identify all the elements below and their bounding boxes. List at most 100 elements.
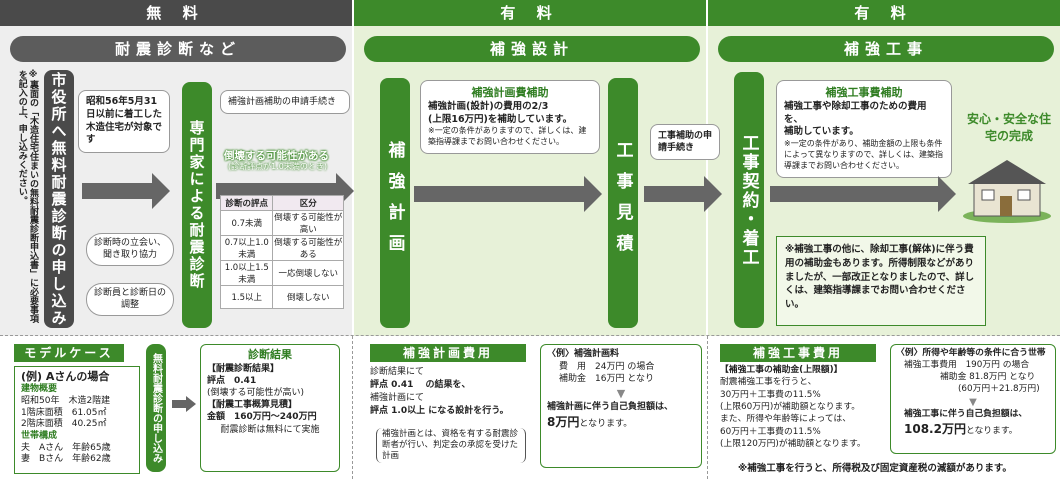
- plan-example-title: 〈例〉補強計画料: [547, 349, 620, 359]
- work-cost-line1: 耐震補強工事を行うと、: [720, 377, 817, 388]
- plan-cost-line2: 評点 0.41 の結果を、: [370, 380, 471, 391]
- section-title-work: 補強工事: [718, 36, 1054, 62]
- contract-box: 工事契約・着工: [734, 72, 764, 328]
- score-cell: 0.7以上1.0未満: [219, 235, 274, 261]
- arrow-6: [172, 400, 186, 408]
- family-line: 妻 Bさん 年齢62歳: [21, 454, 111, 465]
- plan-subsidy-title: 補強計画費補助: [471, 86, 549, 99]
- header-paid-work: 有 料: [708, 0, 1060, 26]
- building-line: 昭和50年 木造2階建: [21, 395, 111, 406]
- city-apply-box: 市役所へ無料耐震診断の申し込み: [44, 70, 74, 328]
- plan-example-amount: 8万円: [547, 414, 580, 429]
- building-line: 1階床面積 61.05㎡: [21, 407, 107, 418]
- divider-v1: [352, 336, 353, 479]
- section-title-diagnosis: 耐震診断など: [10, 36, 346, 62]
- result-title: 診断結果: [248, 348, 292, 361]
- score-cell: 1.5以上: [219, 285, 274, 309]
- arrow-6-head: [186, 396, 196, 412]
- work-subsidy-bubble: 補強工事費補助 補強工事や除却工事のための費用を、 補助しています。 ※一定の条…: [776, 80, 952, 178]
- score-table: 診断の評点区分 0.7未満倒壊する可能性が高い 0.7以上1.0未満倒壊する可能…: [219, 195, 344, 309]
- plan-subsidy-bubble: 補強計画費補助 補強計画(設計)の費用の2/3 (上限16万円)を補助しています…: [420, 80, 600, 155]
- work-example-line4: 補強工事に伴う自己負担額は、: [904, 409, 1028, 419]
- class-cell: 倒壊する可能性が高い: [272, 210, 344, 236]
- plan-subsidy-note: ※一定の条件がありますので、詳しくは、建築指導課までお問い合わせください。: [428, 126, 587, 147]
- result-head1: 【耐震診断結果】: [207, 363, 280, 374]
- removal-note: ※補強工事の他に、除却工事(解体)に伴う費用の補助金もあります。所得制限などがあ…: [776, 236, 986, 326]
- work-subsidy-line2: 補助しています。: [784, 126, 859, 138]
- free-apply-box: 無料耐震診断の申し込み: [146, 344, 166, 472]
- table-row: 0.7以上1.0未満倒壊する可能性がある: [219, 235, 344, 261]
- target-bubble: 昭和56年5月31日以前に着工した木造住宅が対象です: [78, 90, 170, 154]
- plan-cost-tag: 補強計画費用: [370, 344, 526, 362]
- family-line: 夫 Aさん 年齢65歳: [21, 442, 111, 453]
- work-example-line5: となります。: [965, 425, 1018, 436]
- result-line2: (倒壊する可能性が高い): [207, 388, 305, 399]
- plan-cost-line1: 診断結果にて: [370, 367, 425, 377]
- tax-note: ※補強工事を行うと、所得税及び固定資産税の減額があります。: [738, 463, 1012, 474]
- plan-cost-line4: 評点 1.0以上 になる設計を行う。: [370, 406, 509, 417]
- work-subsidy-title: 補強工事費補助: [825, 86, 903, 99]
- building-line: 2階床面積 40.25㎡: [21, 419, 107, 430]
- oval-schedule: 診断員と診断日の調整: [86, 283, 174, 317]
- plan-subsidy-line1: 補強計画(設計)の費用の2/3: [428, 100, 549, 112]
- subsidy-apply-bubble: 補強計画補助の申請手続き: [220, 90, 350, 115]
- score-col-header: 診断の評点: [219, 195, 274, 211]
- work-cost-tag: 補強工事費用: [720, 344, 876, 362]
- class-cell: 倒壊する可能性がある: [272, 235, 344, 261]
- table-row: 1.0以上1.5未満一応倒壊しない: [219, 260, 344, 286]
- collapse-title: 倒壊する可能性がある: [224, 150, 329, 162]
- work-cost-line5: 60万円＋工事費の11.5%: [720, 426, 821, 437]
- result-line1: 評点 0.41: [207, 375, 257, 386]
- divider-v2: [707, 336, 708, 479]
- work-apply-bubble: 工事補助の申請手続き: [650, 124, 720, 161]
- arrow-4: [644, 176, 722, 212]
- work-example-line3: (60万円＋21.8万円): [958, 383, 1040, 394]
- work-example-amount: 108.2万円: [904, 421, 966, 436]
- plan-cost-line3: 補強計画にて: [370, 393, 425, 404]
- work-subsidy-note: ※一定の条件があり、補助金額の上限も条件によって異なりますので、詳しくは、建築指…: [784, 139, 944, 170]
- expert-diagnosis-box: 専門家による耐震診断: [182, 82, 212, 328]
- work-example-title: 〈例〉所得や年齢等の条件に合う世帯: [896, 348, 1046, 358]
- class-cell: 倒壊しない: [272, 285, 344, 309]
- section-title-design: 補強設計: [364, 36, 700, 62]
- arrow-1: [82, 173, 170, 209]
- diagnosis-result-box: 診断結果 【耐震診断結果】 評点 0.41 (倒壊する可能性が高い) 【耐震工事…: [200, 344, 340, 472]
- score-cell: 0.7未満: [219, 210, 274, 236]
- score-cell: 1.0以上1.5未満: [219, 260, 274, 286]
- plan-example-line2: 補助金 16万円 となり: [559, 374, 655, 385]
- work-cost-text: 【補強工事の補助金(上限額)】 耐震補強工事を行うと、 30万円＋工事費の11.…: [720, 364, 886, 450]
- plan-example-line3: 補強計画に伴う自己負担額は、: [547, 402, 674, 413]
- header-free: 無 料: [0, 0, 352, 26]
- collapse-sub: (診断評点が1.0未満のとき): [228, 162, 327, 171]
- work-cost-line3: (上限60万円)が補助額となります。: [720, 401, 861, 412]
- result-line3: 金額 160万円～240万円: [207, 412, 317, 423]
- table-row: 1.5以上倒壊しない: [219, 285, 344, 309]
- work-cost-head: 【補強工事の補助金(上限額)】: [720, 365, 843, 375]
- work-cost-line6: (上限120万円)が補助額となります。: [720, 438, 866, 449]
- oval-interview: 診断時の立会い、聞き取り協力: [86, 233, 174, 267]
- work-cost-line2: 30万円＋工事費の11.5%: [720, 389, 821, 400]
- plan-example-line1: 費 用 24万円 の場合: [559, 361, 655, 372]
- estimate-box: 工事見積: [608, 78, 638, 328]
- building-head: 建物概要: [21, 384, 58, 395]
- house-icon: [963, 160, 1051, 223]
- result-head2: 【耐震工事概算見積】: [207, 400, 298, 411]
- arrow-3: [414, 176, 602, 212]
- model-case-box: (例) Aさんの場合 建物概要 昭和50年 木造2階建 1階床面積 61.05㎡…: [14, 366, 140, 474]
- table-row: 0.7未満倒壊する可能性が高い: [219, 210, 344, 236]
- work-subsidy-line1: 補強工事や除却工事のための費用を、: [784, 100, 927, 125]
- down-arrow-icon-2: ▼: [969, 396, 977, 408]
- plan-example-line4: となります。: [579, 418, 633, 429]
- arrow-5: [770, 176, 956, 212]
- work-example-line1: 補強工事費用 190万円 の場合: [904, 359, 1030, 370]
- work-cost-line4: また、所得や年齢等によっては、: [720, 414, 852, 425]
- work-example-box: 〈例〉所得や年齢等の条件に合う世帯 補強工事費用 190万円 の場合 補助金 8…: [890, 344, 1056, 454]
- class-cell: 一応倒壊しない: [272, 260, 344, 286]
- safe-home-label: 安心・安全な住宅の完成: [966, 112, 1051, 143]
- down-arrow-icon: ▼: [616, 386, 626, 400]
- class-col-header: 区分: [272, 195, 344, 211]
- plan-box: 補強計画: [380, 78, 410, 328]
- plan-cost-note: 補強計画とは、資格を有する耐震診断者が行い、判定会の承認を受けた計画: [376, 428, 526, 464]
- header-paid-design: 有 料: [354, 0, 706, 26]
